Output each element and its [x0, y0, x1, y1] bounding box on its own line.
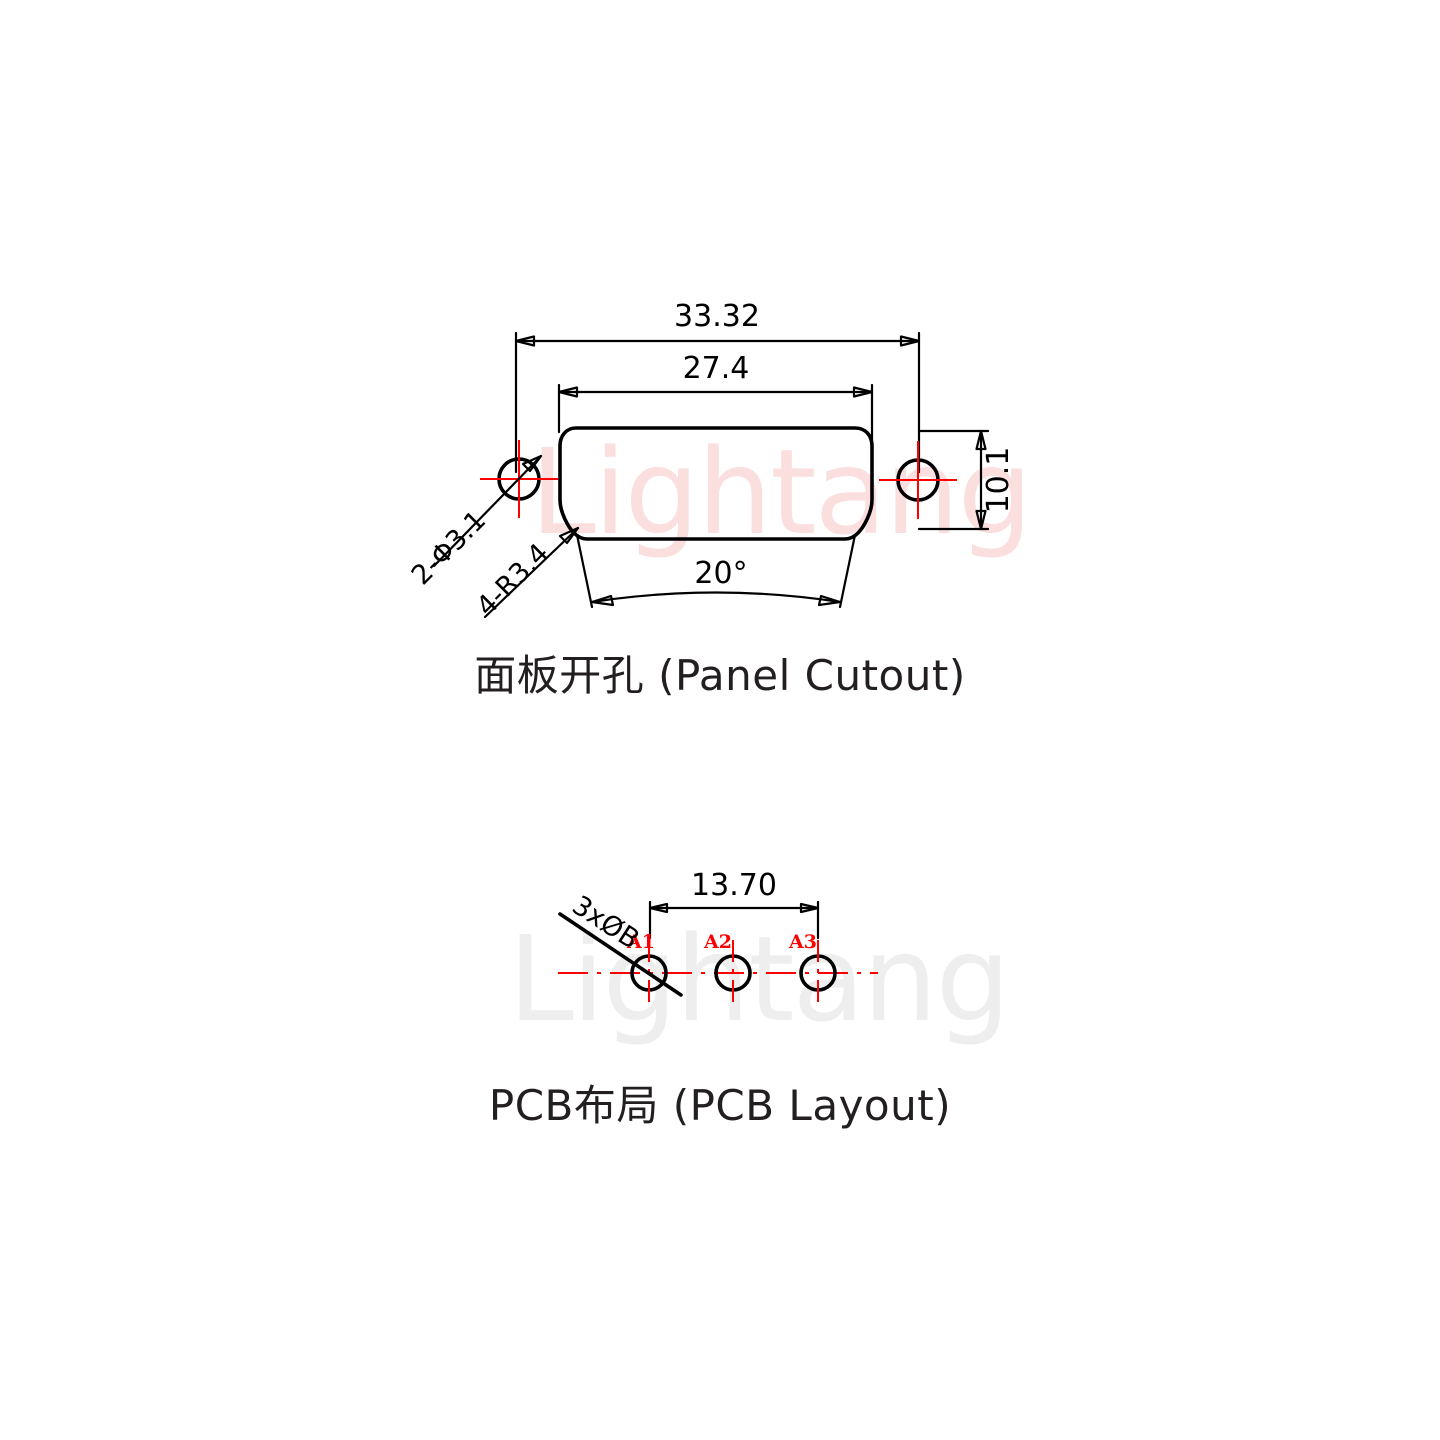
callout-corner-radius: 4-R3.4 [471, 526, 580, 623]
mounting-hole-right [879, 441, 957, 519]
callout-mounting-holes-text: 2-Φ3.1 [406, 505, 492, 591]
dimension-cutout-width-text: 27.4 [683, 351, 750, 386]
dimension-cutout-height: 10.1 [917, 429, 1016, 531]
dimension-pin-span-text: 13.70 [691, 868, 777, 903]
pcb-pad-a3-label: A3 [788, 931, 817, 953]
pcb-pad-a2: A2 [703, 931, 752, 1007]
dimension-cutout-height-text: 10.1 [981, 447, 1016, 514]
watermark-pcb: Lightang [508, 910, 1008, 1048]
panel-cutout-outline [558, 426, 874, 541]
pcb-layout-group: 13.70 A1 A2 A3 3x [489, 868, 951, 1130]
dimension-cutout-width: 27.4 [557, 351, 874, 442]
dimension-draft-angle-text: 20° [694, 556, 747, 591]
dimension-draft-angle: 20° [575, 533, 857, 609]
pcb-pad-a1: A1 [626, 931, 668, 1007]
callout-corner-radius-text: 4-R3.4 [471, 538, 556, 623]
panel-cutout-caption: 面板开孔 (Panel Cutout) [474, 651, 965, 700]
pcb-pad-a3: A3 [788, 931, 837, 1007]
pcb-pad-a1-label: A1 [626, 931, 655, 953]
dimension-pin-span: 13.70 [648, 868, 820, 940]
pcb-pad-a2-label: A2 [703, 931, 732, 953]
dimension-overall-width: 33.32 [514, 299, 921, 474]
dimension-overall-width-text: 33.32 [674, 299, 760, 334]
pcb-layout-caption: PCB布局 (PCB Layout) [489, 1081, 951, 1130]
